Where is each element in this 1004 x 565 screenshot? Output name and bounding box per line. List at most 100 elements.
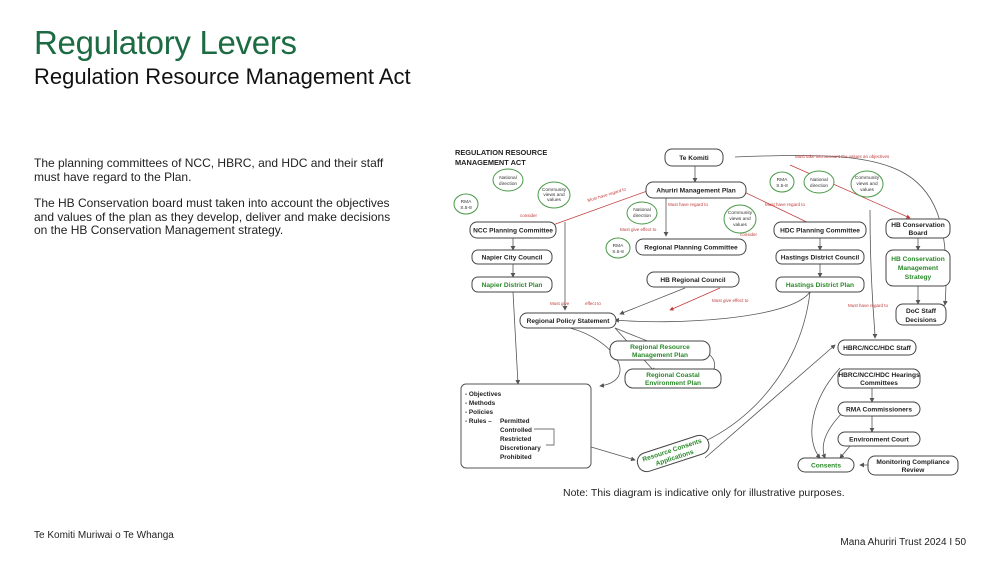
- node-doc-staff-decisions: DoC Staff Decisions: [895, 303, 947, 326]
- footer-page-info: Mana Ahuriri Trust 2024 I 50: [840, 537, 966, 548]
- svg-text:Te Komiti: Te Komiti: [679, 155, 709, 162]
- svg-text:Napier District Plan: Napier District Plan: [482, 282, 543, 289]
- svg-text:HDC Planning Committee: HDC Planning Committee: [780, 228, 860, 235]
- circle-rma-mid: RMA S.5-8: [605, 237, 631, 259]
- svg-text:views and: views and: [543, 192, 565, 198]
- svg-text:Community: Community: [542, 187, 567, 193]
- svg-text:RMA: RMA: [613, 243, 624, 249]
- circle-community-values-mid: Community views and values: [723, 204, 757, 234]
- svg-text:values: values: [547, 197, 561, 203]
- svg-text:S.5-8: S.5-8: [776, 183, 788, 189]
- item-permitted: Permitted: [500, 418, 530, 425]
- svg-text:Board: Board: [908, 230, 927, 237]
- circle-community-values-right: Community views and values: [850, 170, 884, 198]
- label-must-give-ncc: Must give: [550, 301, 570, 306]
- svg-text:HB Conservation: HB Conservation: [891, 222, 945, 229]
- svg-text:HB Conservation: HB Conservation: [891, 256, 945, 263]
- svg-text:HBRC/NCC/HDC Staff: HBRC/NCC/HDC Staff: [843, 345, 912, 352]
- node-ahuriri-management-plan: Ahuriri Management Plan: [645, 181, 747, 199]
- svg-text:S.5-8: S.5-8: [460, 205, 472, 211]
- paragraph-planning-committees: The planning committees of NCC, HBRC, an…: [34, 156, 384, 184]
- svg-text:HB Regional Council: HB Regional Council: [660, 277, 725, 284]
- node-environment-court: Environment Court: [837, 431, 921, 447]
- svg-text:direction: direction: [499, 181, 517, 187]
- svg-text:Environment Plan: Environment Plan: [645, 380, 701, 387]
- svg-text:Management Plan: Management Plan: [632, 352, 688, 359]
- node-hastings-district-plan: Hastings District Plan: [775, 276, 865, 293]
- svg-text:Regional Resource: Regional Resource: [630, 344, 690, 351]
- node-rma-commissioners: RMA Commissioners: [837, 401, 921, 417]
- node-hastings-district-council: Hastings District Council: [775, 249, 865, 265]
- svg-text:Regional Coastal: Regional Coastal: [646, 372, 700, 379]
- page-title: Regulatory Levers: [34, 24, 297, 61]
- diagram-heading-line1: REGULATION RESOURCE: [455, 148, 547, 157]
- item-policies: - Policies: [465, 409, 494, 416]
- circle-community-values-left: Community views and values: [537, 181, 571, 209]
- paragraph-conservation-board: The HB Conservation board must taken int…: [34, 196, 391, 237]
- svg-text:views and: views and: [729, 216, 751, 222]
- svg-text:Regional Planning Committee: Regional Planning Committee: [644, 245, 738, 252]
- node-monitoring-compliance-review: Monitoring Compliance Review: [867, 455, 959, 476]
- body-text: The planning committees of NCC, HBRC, an…: [34, 156, 399, 251]
- circle-national-direction-mid: National direction: [626, 201, 658, 225]
- svg-text:RMA Commissioners: RMA Commissioners: [846, 407, 912, 414]
- circle-national-direction-right: National direction: [803, 170, 835, 194]
- svg-text:National: National: [633, 207, 651, 213]
- item-controlled: Controlled: [500, 427, 532, 434]
- svg-text:NCC Planning Committee: NCC Planning Committee: [473, 228, 553, 235]
- svg-text:S.5-8: S.5-8: [612, 249, 624, 255]
- item-restricted: Restricted: [500, 436, 531, 443]
- page-subtitle: Regulation Resource Management Act: [34, 64, 411, 89]
- label-effect-to-ncc: effect to: [585, 301, 601, 306]
- node-regional-coastal-environment-plan: Regional Coastal Environment Plan: [624, 368, 722, 389]
- svg-text:Community: Community: [855, 175, 880, 181]
- diagram-heading-line2: MANAGEMENT ACT: [455, 158, 526, 167]
- svg-text:RMA: RMA: [777, 177, 788, 183]
- node-napier-city-council: Napier City Council: [471, 249, 553, 265]
- label-must-have-regard-hdc: Must have regard to: [765, 202, 806, 207]
- svg-text:Environment Court: Environment Court: [849, 437, 910, 444]
- node-hb-conservation-board: HB Conservation Board: [885, 218, 951, 239]
- svg-text:values: values: [733, 222, 747, 228]
- label-must-give-effect-hbrc: Must give effect to: [712, 298, 749, 303]
- svg-text:Regional Policy Statement: Regional Policy Statement: [527, 318, 611, 325]
- circle-rma-left: RMA S.5-8: [453, 193, 479, 215]
- svg-text:DoC Staff: DoC Staff: [906, 308, 937, 315]
- node-te-komiti: Te Komiti: [664, 148, 724, 167]
- svg-text:Ahuriri Management Plan: Ahuriri Management Plan: [656, 188, 736, 195]
- label-consider-hdc: consider: [740, 232, 758, 237]
- item-rules: - Rules –: [465, 418, 492, 425]
- rma-regulation-diagram: REGULATION RESOURCE MANAGEMENT ACT Must …: [453, 148, 959, 476]
- svg-text:views and: views and: [856, 181, 878, 187]
- plan-contents-box: - Objectives - Methods - Policies - Rule…: [460, 383, 592, 469]
- label-must-have-regard-regional: Must have regard to: [668, 202, 709, 207]
- item-prohibited: Prohibited: [500, 454, 532, 461]
- svg-text:Hastings District Council: Hastings District Council: [781, 255, 860, 262]
- svg-text:Community: Community: [728, 210, 753, 216]
- footer-committee-name: Te Komiti Muriwai o Te Whanga: [34, 530, 174, 541]
- svg-text:Management: Management: [898, 265, 939, 272]
- diagram-note: Note: This diagram is indicative only fo…: [563, 487, 845, 499]
- label-consider-ncc: consider: [520, 213, 538, 218]
- node-hdc-planning-committee: HDC Planning Committee: [773, 221, 867, 239]
- svg-text:RMA: RMA: [461, 199, 472, 205]
- node-resource-consents-applications: Resource Consents Applications: [636, 434, 710, 473]
- node-regional-policy-statement: Regional Policy Statement: [519, 312, 617, 329]
- svg-text:Napier City Council: Napier City Council: [482, 255, 543, 262]
- svg-text:Review: Review: [902, 467, 926, 474]
- svg-text:National: National: [499, 175, 517, 181]
- node-regional-planning-committee: Regional Planning Committee: [635, 238, 747, 256]
- node-hb-regional-council: HB Regional Council: [646, 271, 740, 288]
- node-ncc-planning-committee: NCC Planning Committee: [469, 221, 557, 239]
- svg-text:direction: direction: [810, 183, 828, 189]
- item-methods: - Methods: [465, 400, 496, 407]
- node-regional-resource-management-plan: Regional Resource Management Plan: [609, 340, 711, 361]
- svg-text:values: values: [860, 187, 874, 193]
- item-discretionary: Discretionary: [500, 445, 541, 452]
- node-hbrc-ncc-hdc-staff: HBRC/NCC/HDC Staff: [837, 339, 917, 356]
- svg-text:HBRC/NCC/HDC Hearings: HBRC/NCC/HDC Hearings: [838, 372, 920, 379]
- svg-text:direction: direction: [633, 213, 651, 219]
- svg-text:Consents: Consents: [811, 463, 841, 470]
- item-objectives: - Objectives: [465, 391, 502, 398]
- label-must-give-effect-regional: Must give effect to: [620, 227, 657, 232]
